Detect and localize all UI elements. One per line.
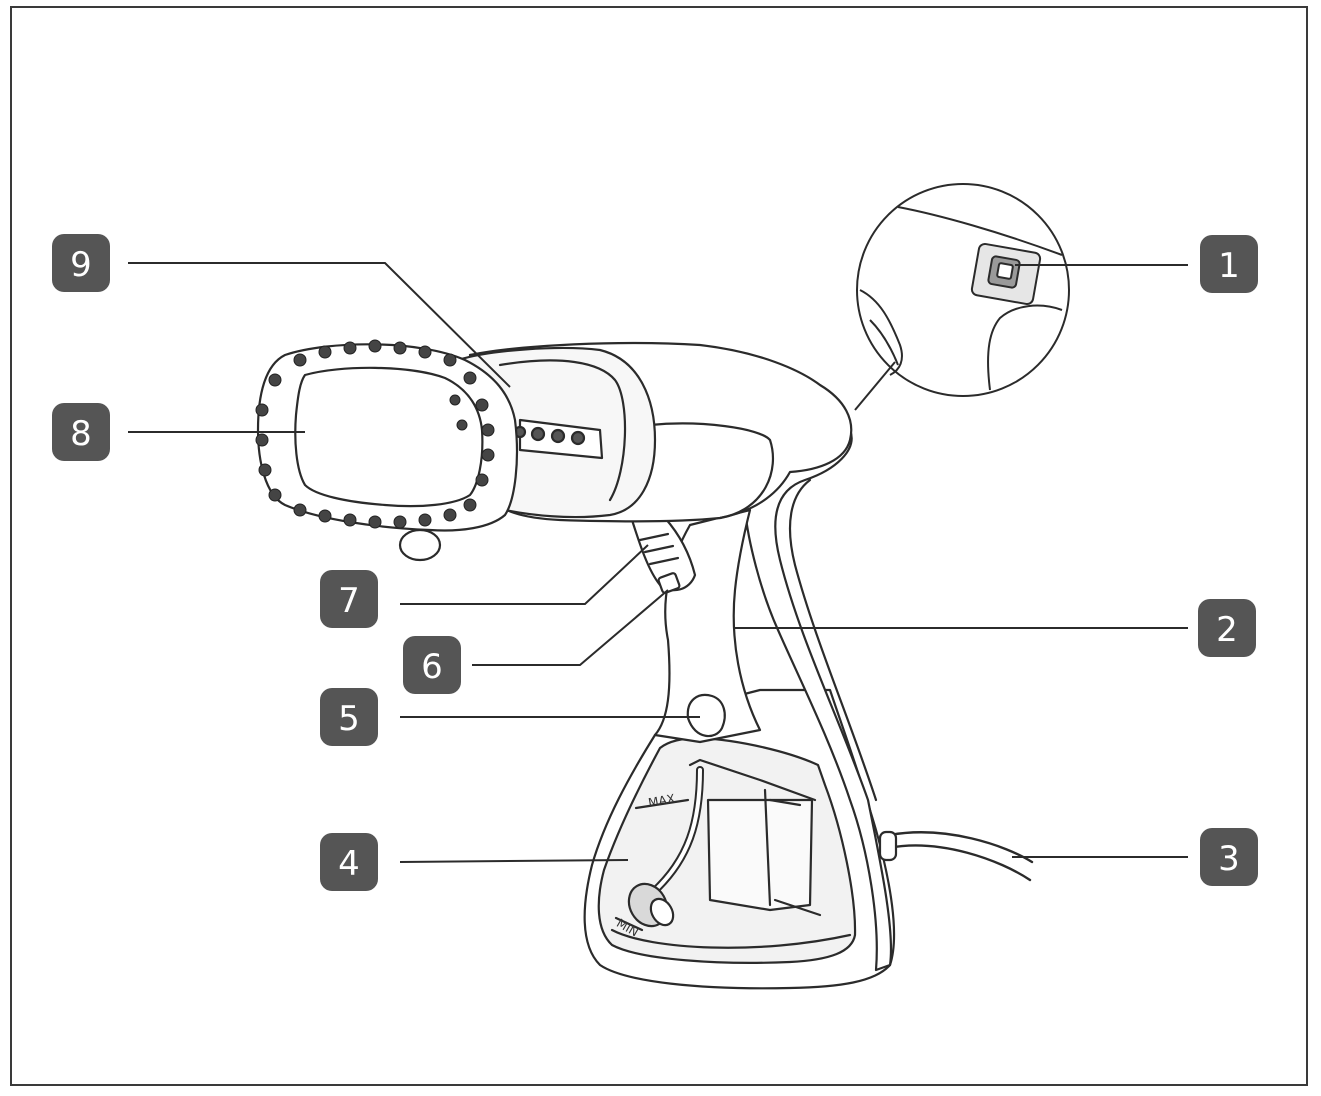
detail-inset xyxy=(854,183,1070,411)
callout-1: 1 xyxy=(1200,235,1258,293)
callout-8: 8 xyxy=(52,403,110,461)
leader-4 xyxy=(399,859,629,863)
power-cable xyxy=(886,844,1032,882)
steam-trigger xyxy=(630,516,697,592)
leader-9 xyxy=(128,262,511,388)
min-line xyxy=(614,916,644,932)
callout-3: 3 xyxy=(1200,828,1258,886)
callout-badges: 1 2 3 4 5 6 7 8 xyxy=(52,234,1258,891)
callout-8-number: 8 xyxy=(70,414,92,454)
lock-button xyxy=(657,572,681,594)
tank-release-button xyxy=(686,693,726,738)
leader-6 xyxy=(472,589,669,666)
callout-4-number: 4 xyxy=(338,844,360,884)
brush-clip xyxy=(398,528,442,562)
callout-9: 9 xyxy=(52,234,110,292)
tank-max-label: MAX xyxy=(647,792,676,810)
callout-4: 4 xyxy=(320,833,378,891)
leader-lines xyxy=(128,262,1188,863)
leader-7 xyxy=(400,544,649,605)
callout-6: 6 xyxy=(403,636,461,694)
tank-floor xyxy=(610,928,852,949)
inset-pointer xyxy=(854,361,896,411)
brush-bristles xyxy=(255,339,495,529)
callout-7-number: 7 xyxy=(338,581,360,621)
inset-circle xyxy=(856,183,1070,397)
handle-body xyxy=(743,393,893,972)
brush-window xyxy=(294,366,484,508)
callout-5: 5 xyxy=(320,688,378,746)
callout-6-number: 6 xyxy=(421,647,443,687)
callout-9-number: 9 xyxy=(70,245,92,285)
callout-1-number: 1 xyxy=(1218,246,1240,286)
max-line xyxy=(634,798,690,810)
callout-3-number: 3 xyxy=(1218,839,1240,879)
callout-2: 2 xyxy=(1198,599,1256,657)
cable-grommet xyxy=(878,830,898,862)
callout-5-number: 5 xyxy=(338,699,360,739)
tank-post xyxy=(706,798,814,912)
callout-7: 7 xyxy=(320,570,378,628)
steamer-illustration xyxy=(256,341,1034,990)
callout-2-number: 2 xyxy=(1216,610,1238,650)
